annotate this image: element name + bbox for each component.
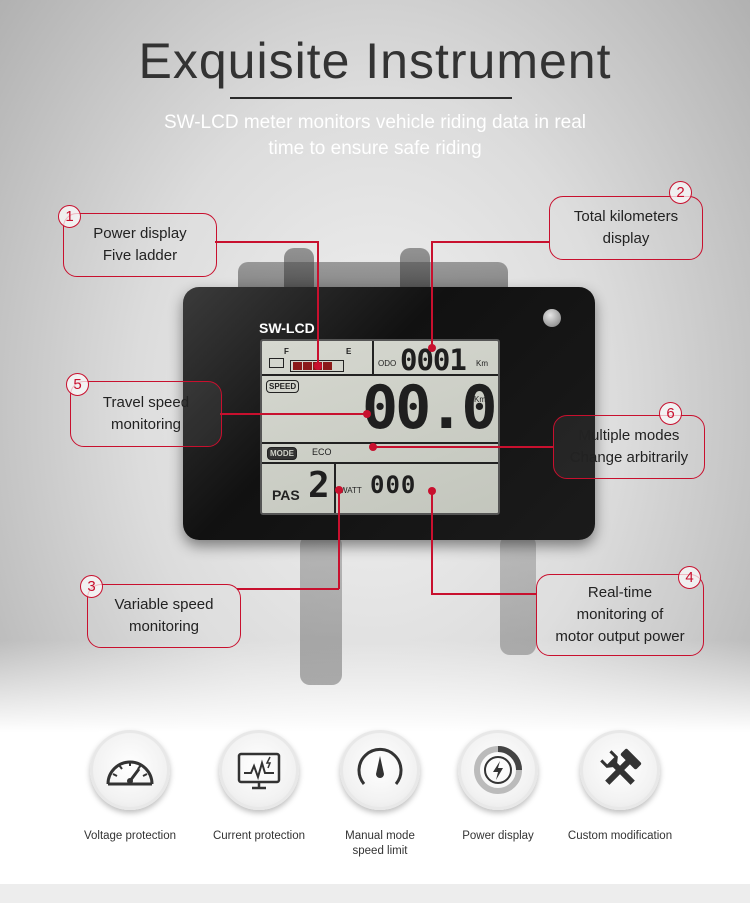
feature-label-line: Current protection xyxy=(212,830,306,842)
feature-icon-circle xyxy=(340,730,420,810)
feature-manual-mode: Manual mode speed limit xyxy=(315,730,445,859)
leader-dot xyxy=(363,410,371,418)
callout-text: Five ladder xyxy=(102,247,178,264)
feature-icon-circle xyxy=(219,730,299,810)
power-button[interactable] xyxy=(543,309,561,327)
footer-strip xyxy=(0,884,750,903)
leader-line xyxy=(317,241,319,365)
page-subtitle: SW-LCD meter monitors vehicle riding dat… xyxy=(100,110,650,162)
power-ring-icon xyxy=(474,746,522,794)
odo-unit: Km xyxy=(476,359,488,368)
callout-travel-speed: Travel speed monitoring xyxy=(70,381,222,447)
battery-cell xyxy=(293,362,302,370)
leader-line xyxy=(237,588,339,590)
pas-value: 2 xyxy=(308,465,330,506)
feature-voltage-protection: Voltage protection xyxy=(65,730,195,844)
feature-label: Voltage protection xyxy=(65,829,195,844)
subtitle-line: time to ensure safe riding xyxy=(268,138,482,159)
leader-dot xyxy=(314,362,322,370)
callout-number: 3 xyxy=(80,575,103,598)
mount-stem xyxy=(300,535,342,685)
lcd-divider xyxy=(262,462,498,464)
feature-power-display: Power display xyxy=(433,730,563,844)
callout-text: display xyxy=(602,230,650,247)
speed-value: 00.0 xyxy=(362,373,497,443)
battery-cell xyxy=(303,362,312,370)
callout-power-display: Power display Five ladder xyxy=(63,213,217,277)
page-title: Exquisite Instrument xyxy=(138,33,612,89)
callout-number: 4 xyxy=(678,566,701,589)
callout-variable-speed: Variable speed monitoring xyxy=(87,584,241,648)
speed-unit: Km/h xyxy=(474,395,493,404)
title-divider xyxy=(230,97,512,99)
callout-number: 6 xyxy=(659,402,682,425)
device-brand: SW-LCD xyxy=(259,320,315,336)
lcd-divider xyxy=(262,374,498,376)
callout-text: monitoring xyxy=(110,416,182,433)
callout-text: Power display xyxy=(93,225,187,242)
feature-label-line: speed limit xyxy=(352,845,408,857)
leader-dot xyxy=(428,487,436,495)
callout-text: monitoring of xyxy=(576,606,664,623)
leader-line xyxy=(431,241,433,348)
feature-icon-circle xyxy=(580,730,660,810)
callout-multiple-modes: Multiple modes Change arbitrarily xyxy=(553,415,705,479)
leader-line xyxy=(376,446,554,448)
leader-line xyxy=(431,593,537,595)
feature-label-line: Manual mode xyxy=(345,830,415,842)
callout-text: Change arbitrarily xyxy=(569,449,689,466)
feature-icon-circle xyxy=(90,730,170,810)
watt-label: WATT xyxy=(340,486,362,495)
fuel-full-label: F xyxy=(284,347,289,356)
callout-number: 5 xyxy=(66,373,89,396)
feature-label-line: Custom modification xyxy=(567,830,673,842)
leader-line xyxy=(338,490,340,589)
feature-label-line: Voltage protection xyxy=(83,830,177,842)
callout-text: Variable speed xyxy=(114,596,214,613)
odo-label: ODO xyxy=(378,359,397,368)
gauge-icon xyxy=(357,747,403,785)
watt-value: 000 xyxy=(370,471,417,499)
callout-text: Multiple modes xyxy=(578,427,680,444)
leader-line xyxy=(215,241,318,243)
subtitle-line: SW-LCD meter monitors vehicle riding dat… xyxy=(163,112,587,133)
lcd-divider xyxy=(372,341,374,374)
feature-label: Current protection xyxy=(194,829,324,844)
speedometer-icon xyxy=(106,760,154,786)
tools-icon xyxy=(600,748,642,785)
feature-label: Custom modification xyxy=(555,829,685,844)
feature-label-line: Power display xyxy=(462,830,534,842)
fuel-empty-label: E xyxy=(346,347,352,356)
callout-text: Total kilometers xyxy=(573,208,679,225)
battery-symbol xyxy=(269,358,284,368)
callout-number: 2 xyxy=(669,181,692,204)
feature-icon-circle xyxy=(458,730,538,810)
pas-label: PAS xyxy=(272,487,300,503)
callout-text: motor output power xyxy=(555,628,685,645)
leader-line xyxy=(220,413,366,415)
callout-real-time-power: Real-time monitoring of motor output pow… xyxy=(536,574,704,656)
mode-value: ECO xyxy=(312,447,332,457)
speed-label: SPEED xyxy=(266,380,300,393)
feature-current-protection: Current protection xyxy=(194,730,324,844)
callout-total-kilometers: Total kilometers display xyxy=(549,196,703,260)
feature-label: Power display xyxy=(433,829,563,844)
leader-dot xyxy=(369,443,377,451)
monitor-pulse-icon xyxy=(237,752,281,790)
lcd-screen: F E ODO 0001 Km SPEED 00.0 Km/h MODE ECO… xyxy=(260,339,500,515)
callout-text: monitoring xyxy=(128,618,200,635)
mount-stem xyxy=(500,535,536,655)
callout-text: Real-time xyxy=(587,584,653,601)
callout-number: 1 xyxy=(58,205,81,228)
lcd-divider xyxy=(262,442,498,444)
leader-line xyxy=(432,241,550,243)
battery-cell xyxy=(323,362,332,370)
leader-dot xyxy=(428,344,436,352)
feature-label: Manual mode speed limit xyxy=(315,829,445,859)
leader-dot xyxy=(335,486,343,494)
mode-label: MODE xyxy=(267,447,297,460)
callout-text: Travel speed xyxy=(102,394,190,411)
leader-line xyxy=(431,491,433,594)
feature-custom-modification: Custom modification xyxy=(555,730,685,844)
